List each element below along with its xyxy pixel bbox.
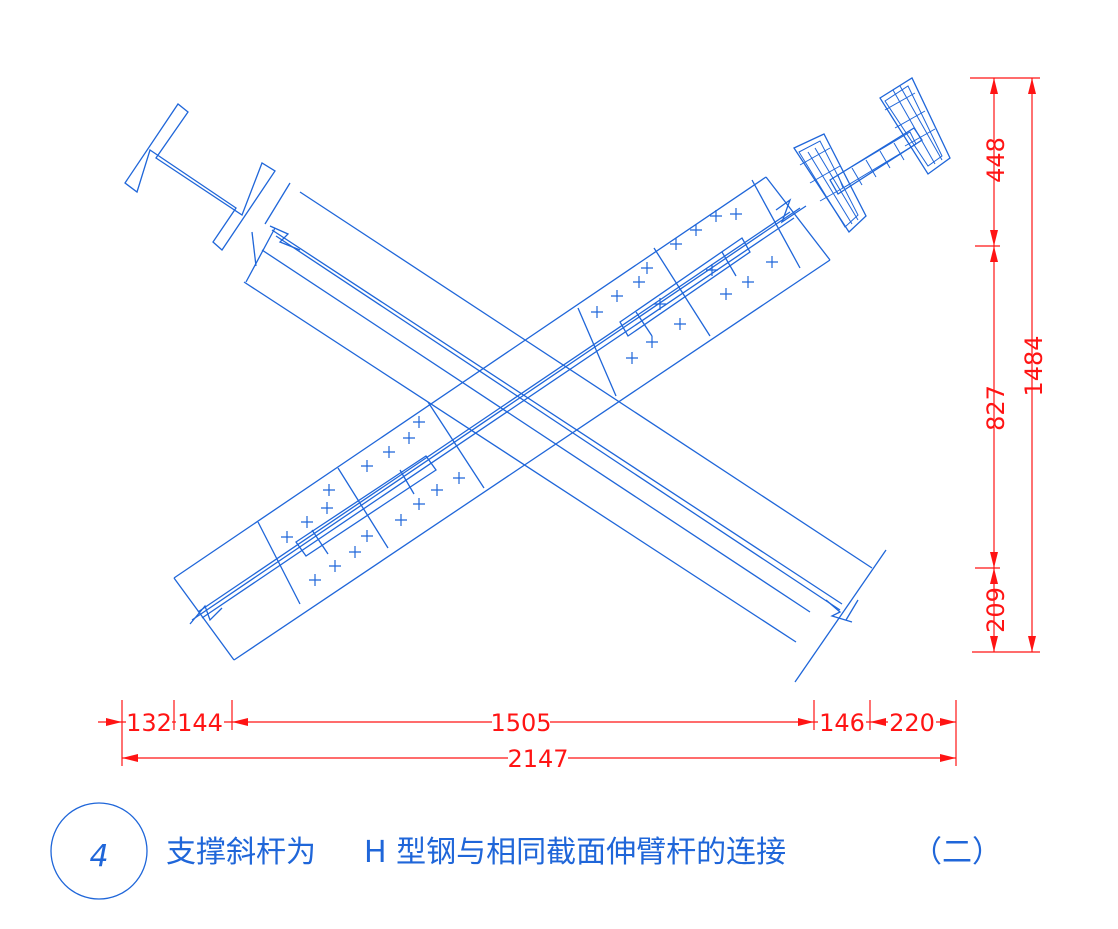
- dim-horizontal-132: 132: [126, 709, 172, 737]
- detail-number: 4: [89, 839, 108, 874]
- dim-vertical-209: 209: [982, 587, 1010, 633]
- dim-horizontal-144: 144: [177, 709, 223, 737]
- brace-member-b: [173, 176, 831, 661]
- detail-number-circle: [50, 802, 148, 900]
- splice-zone-upper: [577, 179, 801, 397]
- h-section-left: [124, 103, 276, 251]
- dim-horizontal-1505: 1505: [490, 709, 551, 737]
- title-part-1: 支撑斜杆为: [166, 835, 316, 870]
- dim-horizontal-total: 2147: [507, 745, 568, 773]
- title-suffix: （二）: [912, 835, 1002, 870]
- dim-horizontal-146: 146: [819, 709, 865, 737]
- vertical-dimension-arrows: [990, 78, 1036, 652]
- dim-vertical-448: 448: [982, 137, 1010, 183]
- dim-horizontal-220: 220: [889, 709, 935, 737]
- dim-vertical-total: 1484: [1020, 335, 1048, 396]
- h-section-right: [793, 77, 951, 234]
- splice-zone-lower: [257, 401, 485, 605]
- title-part-2: H 型钢与相同截面伸臂杆的连接: [364, 835, 786, 870]
- bolts-lower: [281, 416, 465, 586]
- bolts-upper: [591, 208, 778, 364]
- brace-member-a: [243, 182, 887, 683]
- dim-vertical-827: 827: [982, 385, 1010, 431]
